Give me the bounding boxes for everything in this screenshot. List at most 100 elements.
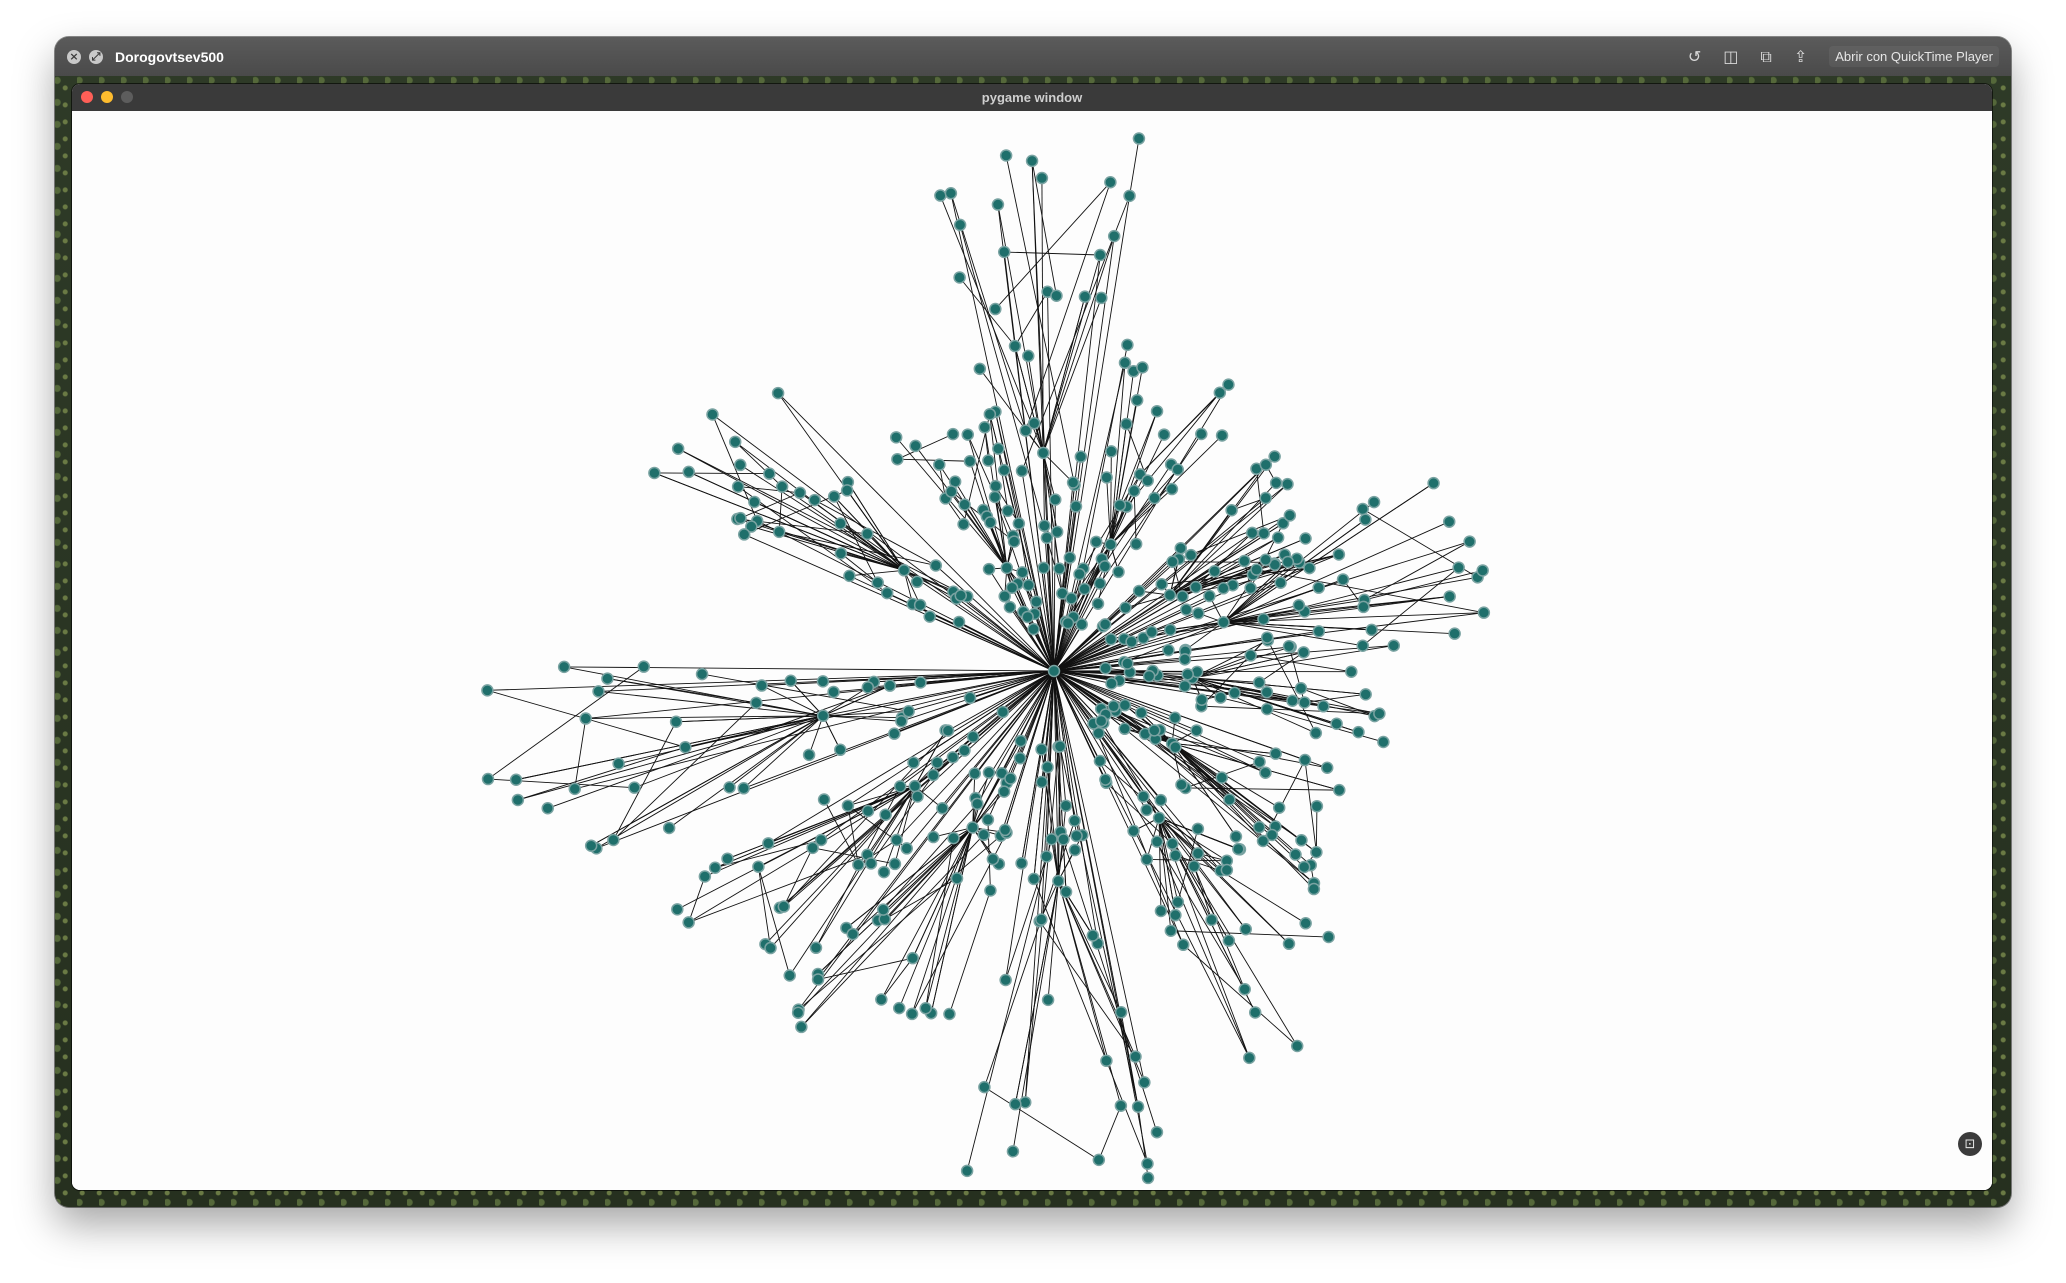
- graph-node: [1152, 811, 1166, 825]
- graph-edge: [846, 490, 905, 571]
- graph-node: [840, 484, 854, 497]
- graph-node: [671, 442, 685, 455]
- graph-node: [1030, 595, 1043, 609]
- graph-node: [1132, 584, 1146, 598]
- graph-edge: [516, 715, 824, 781]
- graph-node: [763, 467, 776, 480]
- graph-node: [775, 480, 789, 493]
- graph-node: [1373, 707, 1386, 720]
- graph-node: [1477, 606, 1491, 619]
- close-window-button[interactable]: [81, 91, 93, 103]
- graph-edge: [757, 866, 791, 976]
- quicklook-toolbar-right: ↺ ◫ ⧉ ⇪ Abrir con QuickTime Player: [1688, 37, 1999, 76]
- graph-edge: [1220, 697, 1268, 710]
- graph-edge: [737, 486, 888, 594]
- graph-node: [1000, 561, 1014, 575]
- share-icon[interactable]: ⇪: [1793, 46, 1808, 66]
- graph-edge: [596, 715, 824, 849]
- graph-edge: [688, 785, 916, 923]
- graph-node: [1107, 229, 1121, 243]
- graph-node: [954, 589, 968, 602]
- graph-node: [737, 528, 751, 541]
- graph-edge: [1158, 817, 1228, 862]
- close-icon[interactable]: ×: [67, 49, 81, 64]
- graph-edge: [1223, 621, 1372, 631]
- graph-edge: [1053, 670, 1250, 1059]
- graph-edge: [1192, 677, 1366, 695]
- graph-node: [648, 466, 661, 480]
- graph-node: [584, 839, 598, 852]
- graph-edge: [1053, 624, 1083, 672]
- graph-node: [978, 421, 991, 434]
- graph-node: [1269, 476, 1283, 490]
- graph-edge: [1014, 880, 1059, 1105]
- graph-node: [1105, 677, 1118, 690]
- graph-edge: [1004, 251, 1101, 256]
- graph-node: [1125, 635, 1138, 649]
- graph-node: [1169, 908, 1182, 922]
- minimize-window-button[interactable]: [101, 91, 113, 103]
- graph-node: [1093, 577, 1107, 590]
- graph-node: [1068, 814, 1081, 827]
- graph-node: [879, 808, 892, 821]
- graph-edge: [729, 715, 824, 788]
- graph-edge: [1053, 670, 1145, 1083]
- open-with-quicktime-button[interactable]: Abrir con QuickTime Player: [1829, 46, 1999, 67]
- graph-node: [1104, 633, 1118, 646]
- graph-edge: [897, 458, 970, 462]
- graph-node: [1001, 504, 1015, 518]
- graph-node: [814, 833, 828, 847]
- graph-node: [1004, 772, 1017, 785]
- graph-edge: [920, 670, 1055, 683]
- graph-node: [811, 973, 825, 986]
- rotate-square-icon[interactable]: ⧉: [1760, 46, 1772, 66]
- graph-node: [1377, 735, 1390, 749]
- graph-edge: [925, 838, 954, 1009]
- graph-node: [891, 452, 904, 466]
- graph-node: [1257, 527, 1271, 540]
- graph-canvas[interactable]: [72, 111, 1992, 1190]
- graph-node: [1292, 599, 1306, 612]
- rotate-icon[interactable]: ↺: [1687, 46, 1702, 66]
- graph-node: [1166, 837, 1179, 850]
- graph-edge: [1104, 456, 1275, 625]
- graph-edge: [960, 595, 1055, 672]
- graph-node: [1052, 874, 1065, 888]
- graph-node: [1195, 693, 1209, 707]
- graph-edge: [740, 492, 801, 519]
- graph-edge: [1156, 841, 1250, 1059]
- graph-edge: [1192, 677, 1260, 683]
- graph-node: [1114, 1099, 1128, 1112]
- graph-edge: [925, 827, 974, 1009]
- graph-node: [1164, 623, 1177, 637]
- graph-node: [963, 454, 977, 468]
- graph-edge: [947, 670, 1055, 732]
- graph-node: [934, 189, 947, 202]
- graph-node: [755, 679, 768, 692]
- graph-node: [541, 802, 554, 815]
- graph-node: [1268, 450, 1281, 463]
- graph-node: [999, 149, 1013, 162]
- graph-node: [1021, 610, 1034, 624]
- graph-node: [721, 852, 734, 865]
- graph-node: [996, 705, 1010, 719]
- graph-edge: [995, 411, 1055, 672]
- graph-node: [579, 712, 592, 725]
- graph-edge: [817, 957, 913, 980]
- graph-edge: [1362, 567, 1459, 647]
- fullscreen-icon[interactable]: ⤢: [89, 49, 103, 64]
- graph-edge: [1266, 708, 1384, 743]
- live-text-icon[interactable]: ⊡: [1958, 1132, 1982, 1156]
- graph-node: [1250, 563, 1263, 576]
- graph-node: [1027, 872, 1041, 886]
- graph-edge: [1256, 569, 1484, 614]
- zoom-window-button[interactable]: [121, 91, 133, 103]
- graph-node: [1154, 904, 1168, 918]
- graph-edge: [1053, 570, 1215, 672]
- trim-icon[interactable]: ◫: [1723, 46, 1739, 66]
- graph-node: [1281, 477, 1294, 491]
- graph-node: [1061, 616, 1075, 630]
- graph-edge: [1171, 743, 1317, 853]
- graph-edge: [1158, 817, 1162, 912]
- graph-edge: [1027, 355, 1044, 453]
